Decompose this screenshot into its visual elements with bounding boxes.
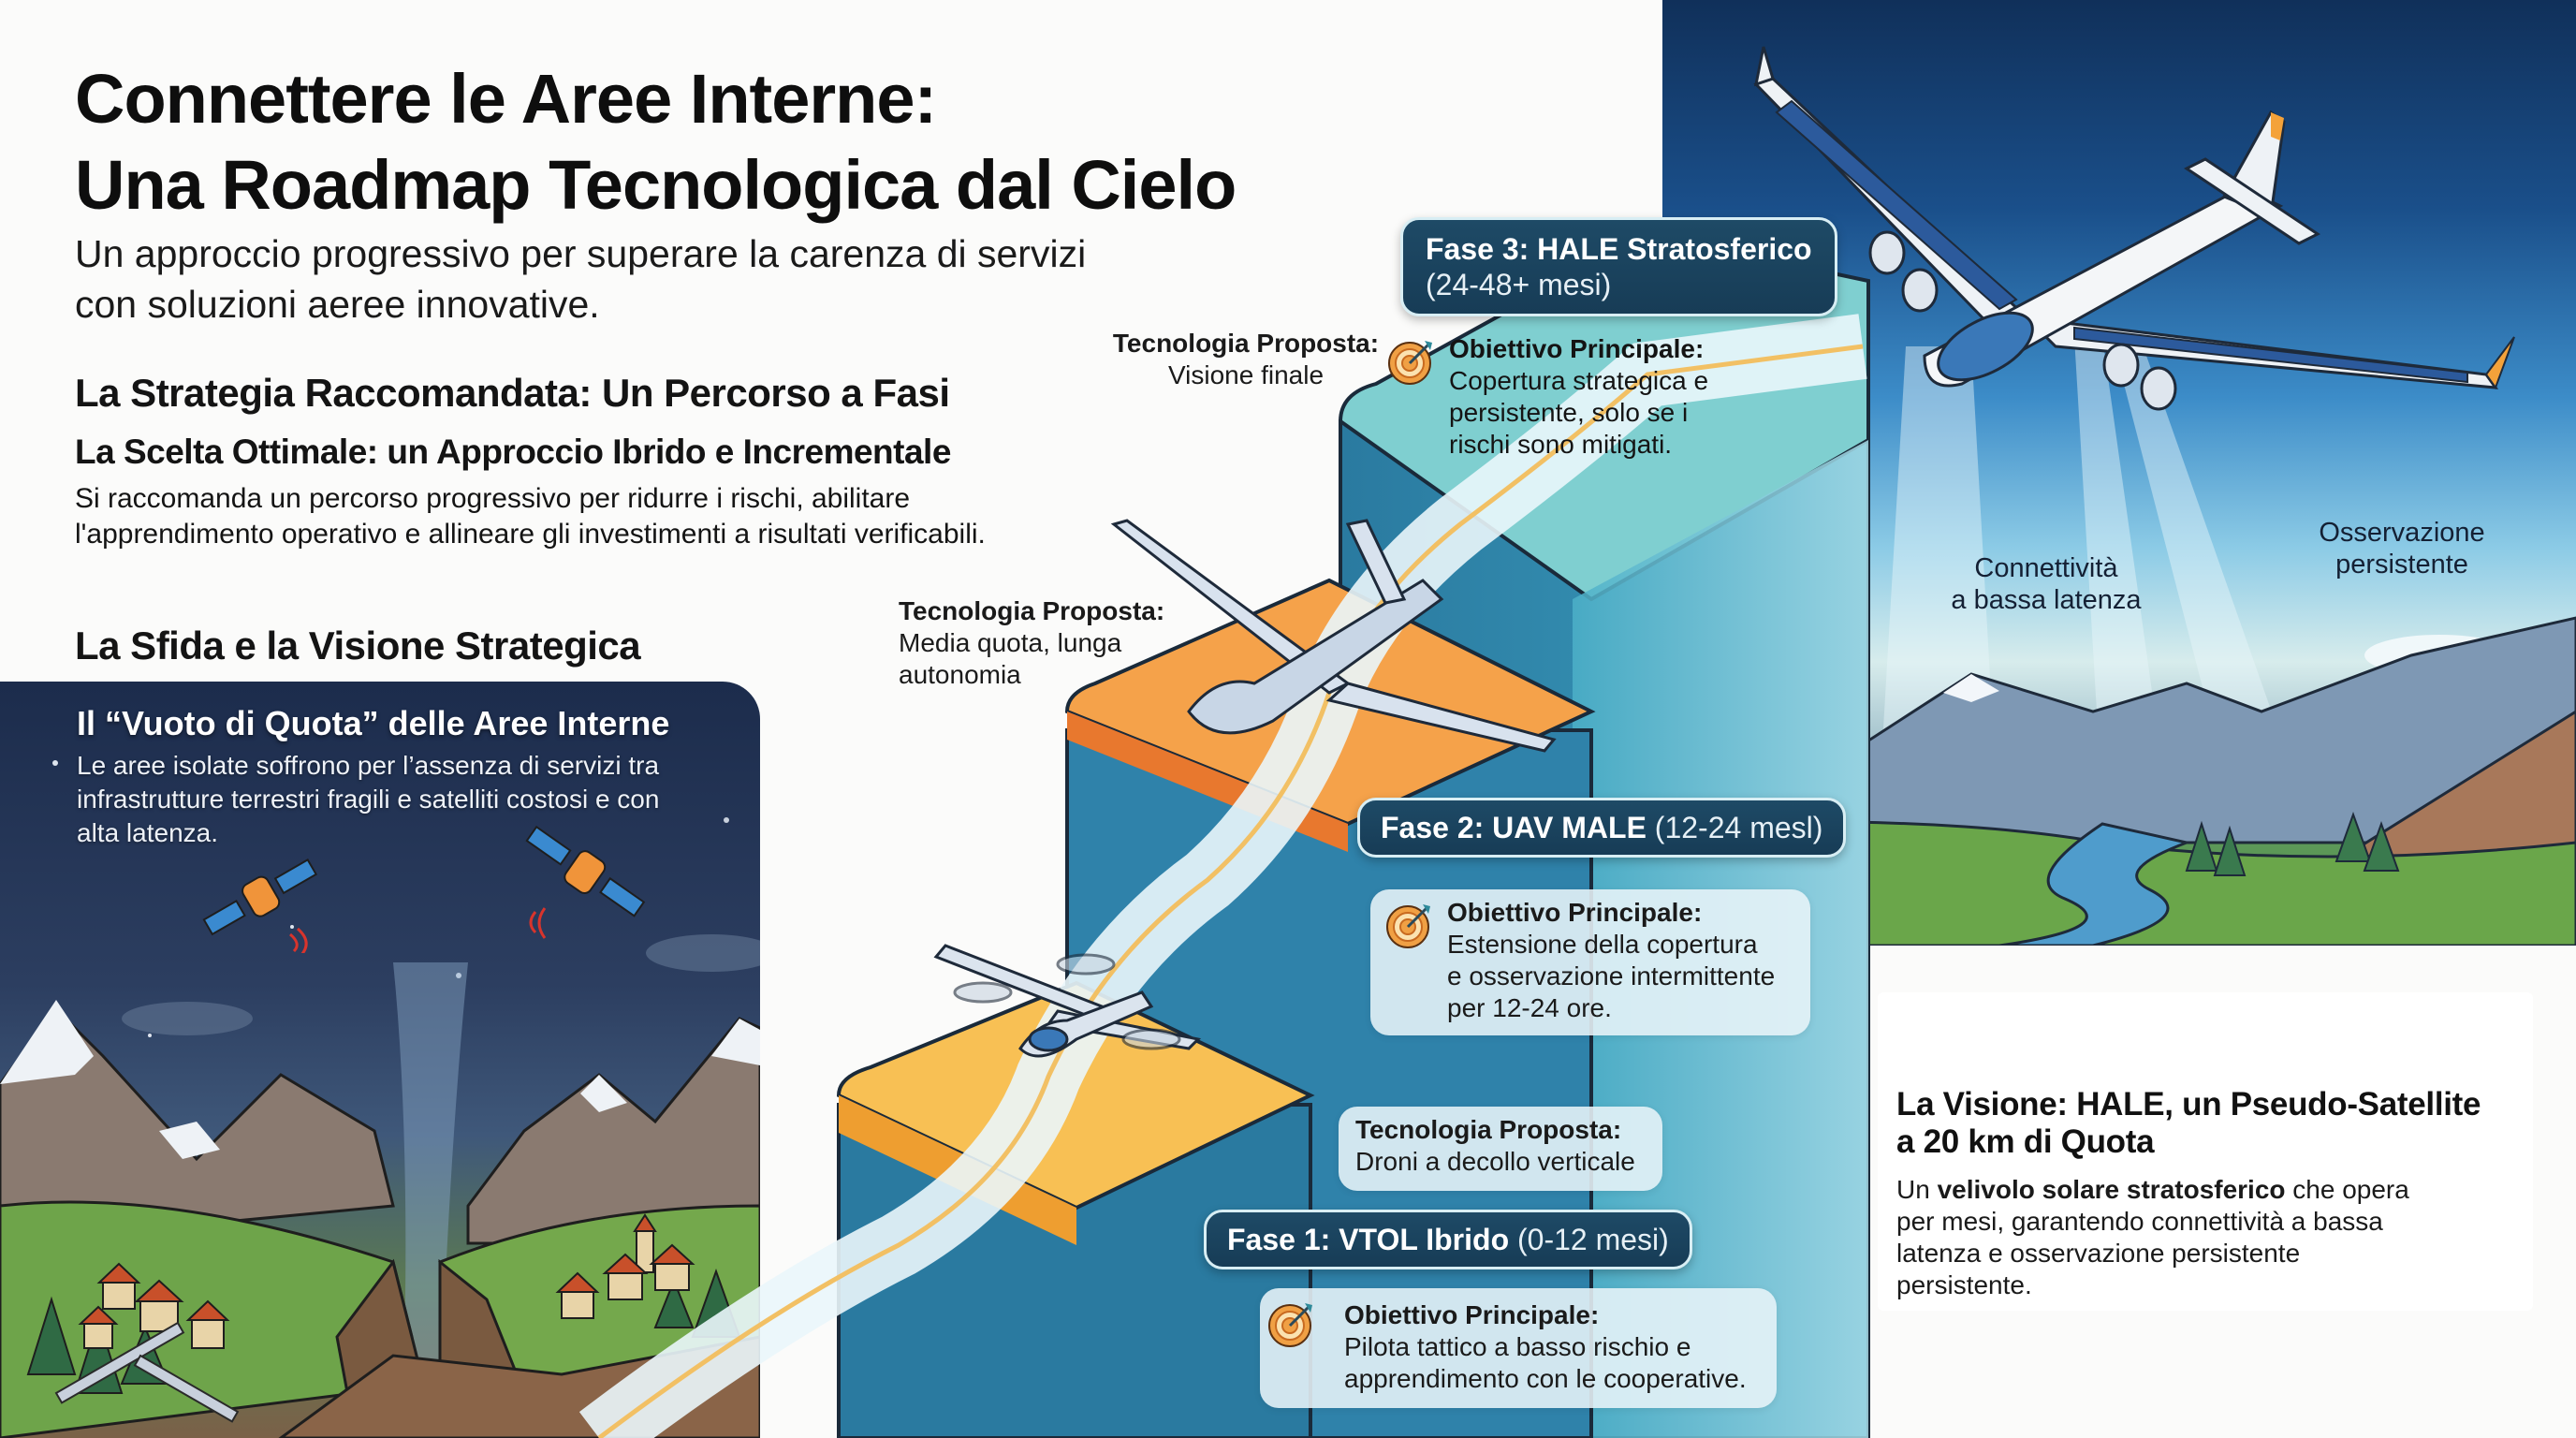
vision-body-line-3: latenza e osservazione persistente xyxy=(1896,1239,2301,1268)
vision-title-line-2: a 20 km di Quota xyxy=(1896,1123,2155,1160)
phase-2-goal-label: Obiettivo Principale: xyxy=(1447,898,1703,927)
phase-3-name: Fase 3: HALE Stratosferico xyxy=(1426,232,1812,266)
phase-3-duration: (24-48+ mesi) xyxy=(1426,268,1612,301)
phase-3-goal: Obiettivo Principale: Copertura strategi… xyxy=(1449,333,1708,461)
phase-1-tech-label: Tecnologia Proposta: xyxy=(1355,1115,1622,1144)
beam-label-left-line-1: Connettività xyxy=(1974,553,2118,583)
vision-body-prefix: Un xyxy=(1896,1175,1938,1204)
phase-3-tech-label: Tecnologia Proposta: xyxy=(1112,329,1380,358)
challenge-panel-title: Il “Vuoto di Quota” delle Aree Interne xyxy=(77,704,670,742)
challenge-panel: Il “Vuoto di Quota” delle Aree Interne L… xyxy=(0,682,760,1438)
phase-2-tech-label: Tecnologia Proposta: xyxy=(899,596,1165,625)
phase-2-duration: (12-24 mesl) xyxy=(1654,811,1823,844)
vision-body-line-2: per mesi, garantendo connettività a bass… xyxy=(1896,1207,2383,1236)
phase-1-goal-line-1: Pilota tattico a basso rischio e xyxy=(1344,1332,1691,1361)
satellite-left-icon xyxy=(202,858,318,953)
strategy-subheading: La Scelta Ottimale: un Approccio Ibrido … xyxy=(75,433,951,471)
beam-label-observation: Osservazione persistente xyxy=(2299,517,2505,580)
subtitle-line-1: Un approccio progressivo per superare la… xyxy=(75,232,1087,275)
vision-body-suffix: che opera xyxy=(2285,1175,2409,1204)
page-subtitle: Un approccio progressivo per superare la… xyxy=(75,228,1086,330)
title-line-1: Connettere le Aree Interne: xyxy=(75,60,937,138)
phase-1-tech-value: Droni a decollo verticale xyxy=(1355,1147,1635,1176)
phase-1-goal-label: Obiettivo Principale: xyxy=(1344,1300,1600,1329)
phase-2-goal-text: Obiettivo Principale: Estensione della c… xyxy=(1447,897,1775,1024)
bullet-dot xyxy=(52,760,58,766)
phase-2-tech-value-line-2: autonomia xyxy=(899,660,1021,689)
challenge-heading: La Sfida e la Visione Strategica xyxy=(75,624,641,668)
phase-2-goal-line-2: e osservazione intermittente xyxy=(1447,961,1776,990)
page-title: Connettere le Aree Interne: Una Roadmap … xyxy=(75,56,1237,228)
phase-2-pill: Fase 2: UAV MALE (12-24 mesl) xyxy=(1357,798,1847,858)
challenge-body-line-2: infrastrutture terrestri fragili e satel… xyxy=(77,785,660,814)
phase-2-goal-line-1: Estensione della copertura xyxy=(1447,930,1758,959)
phase-2-goal-card: Obiettivo Principale: Estensione della c… xyxy=(1370,889,1810,1035)
phase-1-goal-line-2: apprendimento con le cooperative. xyxy=(1344,1364,1747,1393)
phase-1-goal-card: Obiettivo Principale: Pilota tattico a b… xyxy=(1260,1288,1777,1408)
vision-body-line-1: Un velivolo solare stratosferico che ope… xyxy=(1896,1174,2496,1206)
phase-3-pill: Fase 3: HALE Stratosferico (24-48+ mesi) xyxy=(1400,217,1837,316)
phase-3-goal-line-2: persistente, solo se i xyxy=(1449,398,1689,427)
hale-solar-aircraft-icon xyxy=(1753,46,2515,411)
beam-label-connectivity: Connettività a bassa latenza xyxy=(1934,552,2159,616)
phase-1-goal-text: Obiettivo Principale: Pilota tattico a b… xyxy=(1344,1299,1747,1395)
phase-3-goal-label: Obiettivo Principale: xyxy=(1449,334,1705,363)
strategy-body-line-1: Si raccomanda un percorso progressivo pe… xyxy=(75,483,911,514)
vtol-hybrid-drone-icon xyxy=(933,944,1202,1058)
vision-title: La Visione: HALE, un Pseudo-Satellite a … xyxy=(1896,1086,2481,1161)
phase-2-name: Fase 2: UAV MALE xyxy=(1381,811,1647,844)
target-icon xyxy=(1268,1303,1312,1347)
phase-3-goal-line-3: rischi sono mitigati. xyxy=(1449,430,1673,459)
subtitle-line-2: con soluzioni aeree innovative. xyxy=(75,283,600,326)
strategy-body-line-2: l'apprendimento operativo e allineare gl… xyxy=(75,519,986,550)
phase-3-goal-line-1: Copertura strategica e xyxy=(1449,366,1709,395)
vision-body: Un velivolo solare stratosferico che ope… xyxy=(1896,1174,2496,1301)
phase-2-tech-value-line-1: Media quota, lunga xyxy=(899,628,1122,657)
challenge-body-line-3: alta latenza. xyxy=(77,818,218,847)
target-icon xyxy=(1386,904,1430,948)
phase-1-duration: (0-12 mesi) xyxy=(1517,1223,1669,1256)
phase-1-tech-card: Tecnologia Proposta: Droni a decollo ver… xyxy=(1339,1107,1662,1191)
phase-3-tech-value: Visione finale xyxy=(1167,360,1325,389)
phase-3-tech: Tecnologia Proposta: Visione finale xyxy=(1110,328,1382,391)
title-line-2: Una Roadmap Tecnologica dal Cielo xyxy=(75,146,1237,224)
male-uav-drone-icon xyxy=(1110,519,1557,753)
phase-1-pill: Fase 1: VTOL Ibrido (0-12 mesi) xyxy=(1204,1210,1692,1269)
beam-label-right-line-2: persistente xyxy=(2335,550,2468,580)
strategy-body: Si raccomanda un percorso progressivo pe… xyxy=(75,481,986,552)
stratosphere-landscape-illustration xyxy=(1662,337,2576,946)
beam-label-right-line-1: Osservazione xyxy=(2319,518,2485,548)
strategy-heading: La Strategia Raccomandata: Un Percorso a… xyxy=(75,371,950,415)
vision-body-line-4: persistente. xyxy=(1896,1270,2032,1299)
phase-2-goal-line-3: per 12-24 ore. xyxy=(1447,993,1612,1022)
challenge-panel-body: Le aree isolate soffrono per l’assenza d… xyxy=(77,749,732,850)
challenge-body-line-1: Le aree isolate soffrono per l’assenza d… xyxy=(77,751,660,780)
phase-2-tech: Tecnologia Proposta: Media quota, lunga … xyxy=(899,595,1164,691)
beam-label-left-line-2: a bassa latenza xyxy=(1951,585,2142,615)
phase-1-name: Fase 1: VTOL Ibrido xyxy=(1227,1223,1510,1256)
vision-body-bold: velivolo solare stratosferico xyxy=(1937,1175,2286,1204)
vision-title-line-1: La Visione: HALE, un Pseudo-Satellite xyxy=(1896,1086,2481,1123)
target-icon xyxy=(1388,341,1432,385)
vision-card xyxy=(1878,992,2533,1311)
